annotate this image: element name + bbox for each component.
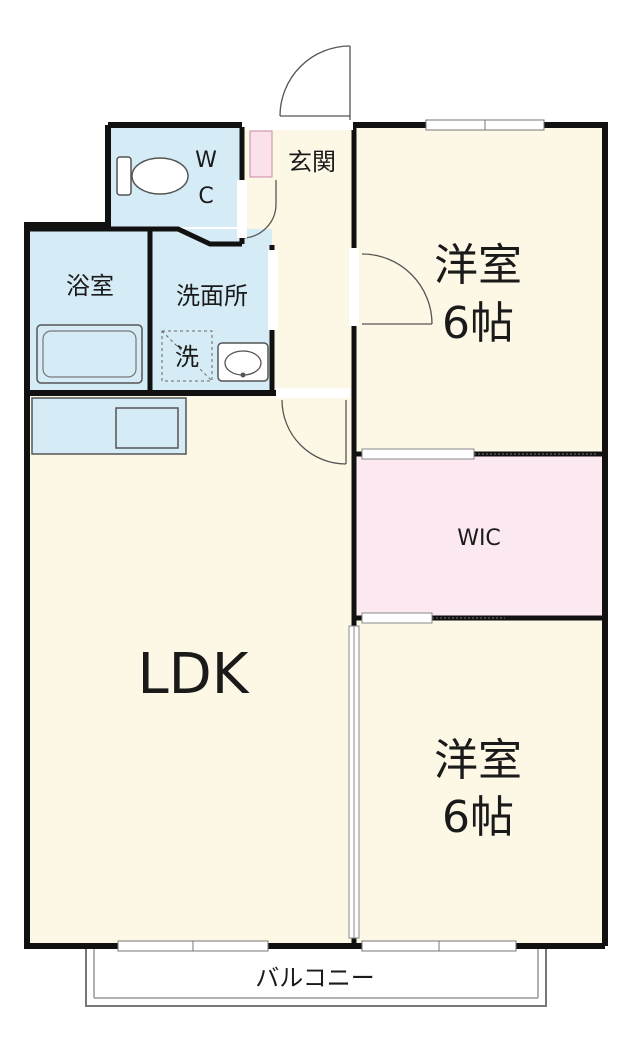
bedroom-1 — [356, 127, 602, 454]
ldk-room — [30, 395, 354, 943]
entrance-mat — [249, 130, 273, 178]
walk-in-closet — [356, 456, 602, 618]
washer-label: 洗 — [175, 343, 199, 371]
toilet-icon — [116, 156, 189, 196]
ldk-label: LDK — [137, 642, 249, 707]
bedroom2-label-line2: 6帖 — [442, 792, 514, 843]
washroom-label: 洗面所 — [176, 282, 248, 310]
bathtub-icon — [36, 324, 143, 384]
kitchen-sink — [115, 407, 179, 449]
bedroom1-label-line1: 洋室 — [434, 240, 522, 291]
balcony — [85, 945, 547, 1007]
wc-label-line1: W — [195, 148, 217, 173]
bath-label: 浴室 — [66, 272, 114, 300]
bedroom2-label-line1: 洋室 — [434, 735, 522, 786]
washing-machine-icon — [161, 330, 213, 382]
entrance-label: 玄関 — [288, 148, 336, 176]
bedroom1-door-icon — [361, 253, 433, 325]
balcony-label: バルコニー — [255, 964, 375, 992]
wc-door-icon — [241, 180, 277, 239]
bedroom-2 — [356, 620, 602, 943]
openings — [117, 119, 596, 952]
washbasin-icon — [217, 342, 269, 382]
wic-label: WIC — [457, 526, 501, 551]
entrance-door-icon — [279, 45, 351, 122]
ldk-door-icon — [281, 399, 347, 465]
wc-label-line2: C — [198, 184, 213, 209]
bedroom1-label-line2: 6帖 — [442, 298, 514, 349]
